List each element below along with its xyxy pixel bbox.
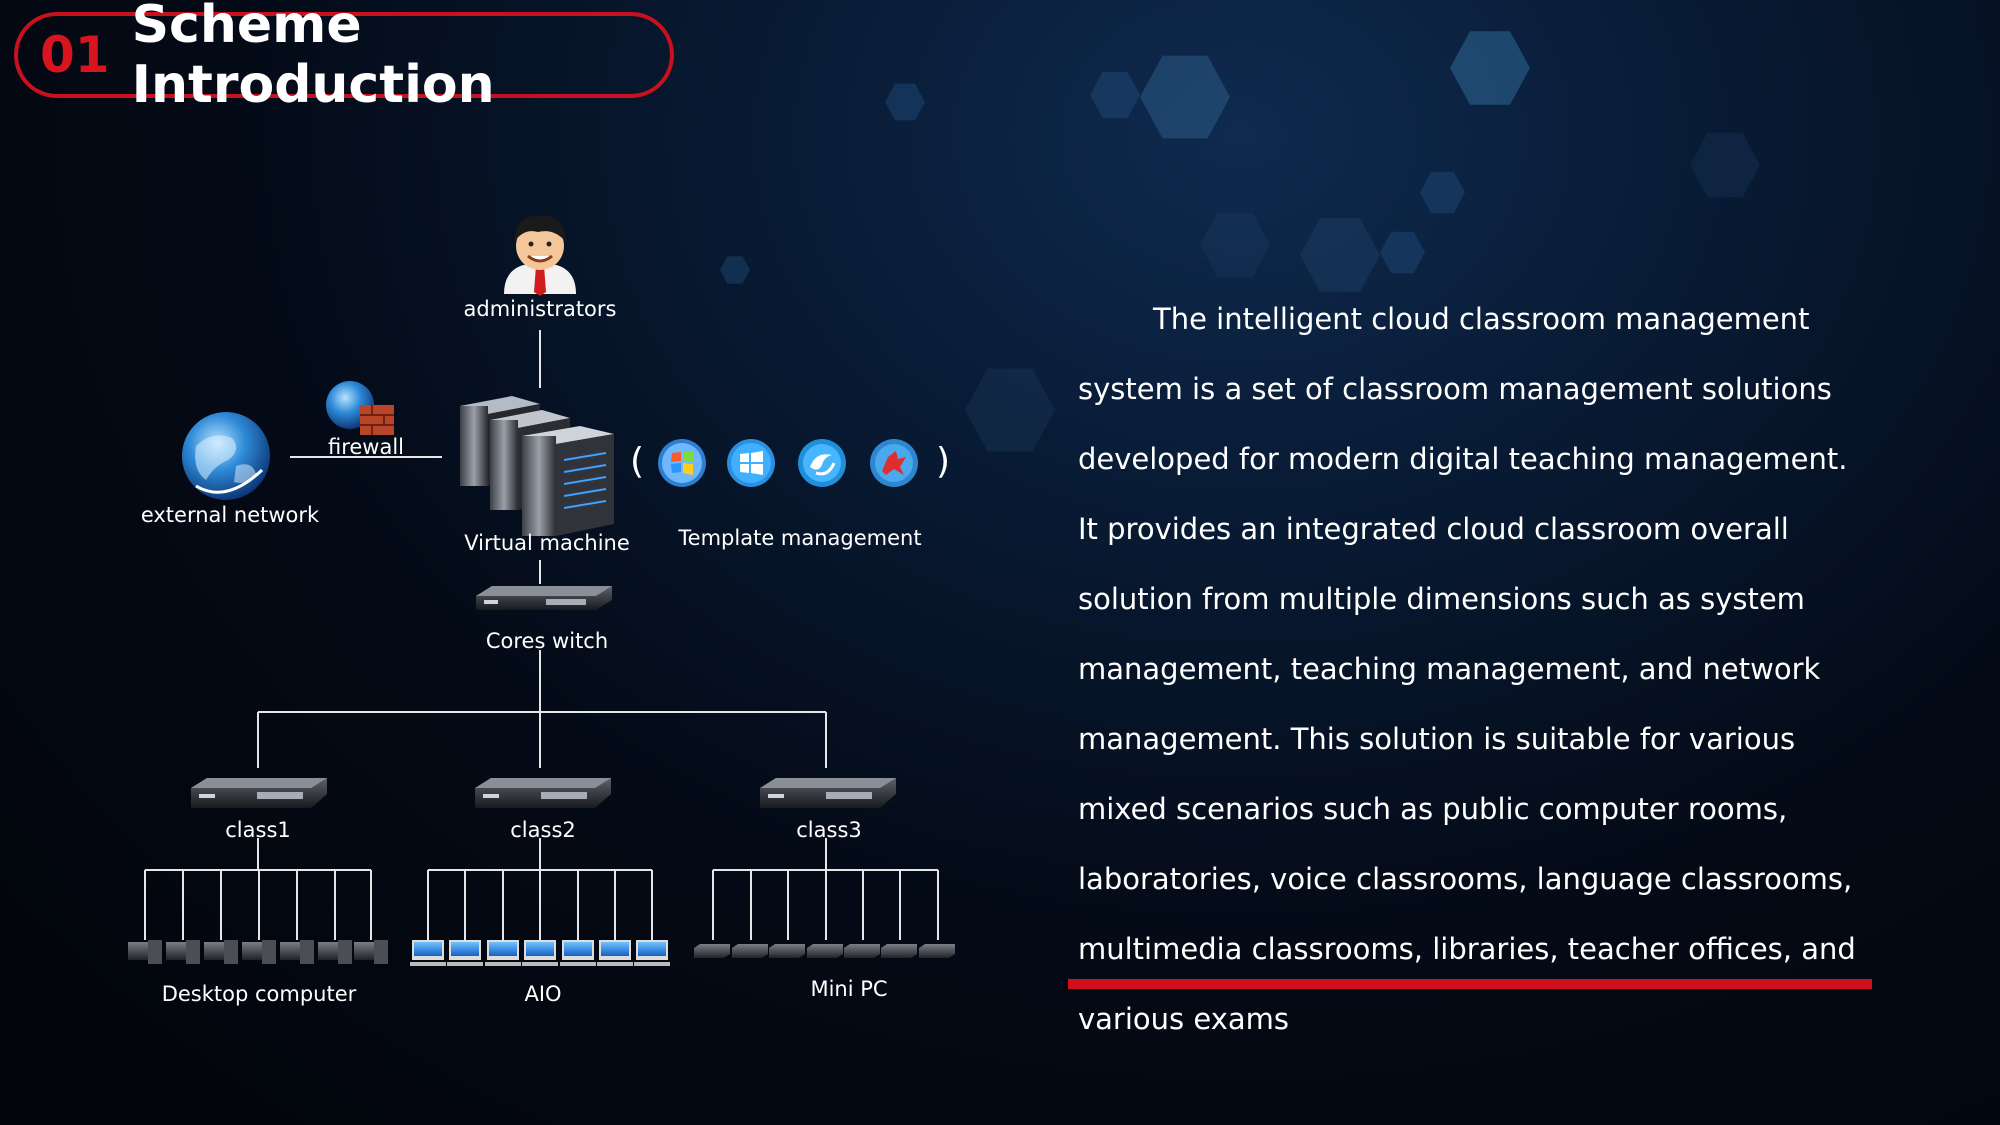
administrators-label: administrators	[463, 297, 617, 321]
class2-label: class2	[510, 818, 576, 842]
bg-hexagon	[885, 83, 925, 121]
server-icon	[460, 396, 614, 536]
external-network-label: external network	[140, 503, 320, 527]
mini-pc-icon-group	[694, 944, 955, 958]
core-switch-label: Cores witch	[485, 629, 609, 653]
windows-10-icon	[727, 439, 775, 487]
switch-icon	[191, 778, 327, 808]
class3-label: class3	[796, 818, 862, 842]
desktop-computer-label: Desktop computer	[161, 982, 357, 1006]
class1-label: class1	[225, 818, 291, 842]
template-management-label: Template management	[678, 526, 922, 550]
title-pill: 01 Scheme Introduction	[14, 0, 674, 115]
virtual-machine-label: Virtual machine	[464, 531, 630, 555]
connection-lines	[144, 330, 939, 940]
paren-close: )	[935, 441, 951, 482]
description-text: The intelligent cloud classroom manageme…	[1078, 302, 1856, 1036]
switch-icon	[475, 778, 611, 808]
firewall-label: firewall	[327, 435, 405, 459]
section-number: 01	[40, 26, 110, 84]
aio-computer-icon-group	[410, 940, 670, 966]
firewall-icon	[326, 381, 394, 435]
desktop-computer-icon-group	[128, 940, 388, 964]
paren-open: (	[629, 441, 645, 482]
bg-hexagon	[1090, 72, 1140, 118]
globe-icon	[182, 412, 270, 500]
bg-hexagon	[1450, 31, 1530, 105]
core-switch-icon	[476, 586, 612, 610]
administrator-icon	[504, 215, 576, 296]
bg-hexagon	[1300, 218, 1380, 292]
page-title: Scheme Introduction	[131, 0, 495, 115]
aio-label: AIO	[524, 982, 562, 1006]
mini-pc-label: Mini PC	[810, 977, 888, 1001]
windows-7-icon	[658, 439, 706, 487]
deepin-icon	[798, 439, 846, 487]
switch-icon	[760, 778, 896, 808]
accent-underline	[1068, 979, 1872, 989]
kylin-icon	[870, 439, 918, 487]
bg-hexagon	[1140, 55, 1230, 139]
